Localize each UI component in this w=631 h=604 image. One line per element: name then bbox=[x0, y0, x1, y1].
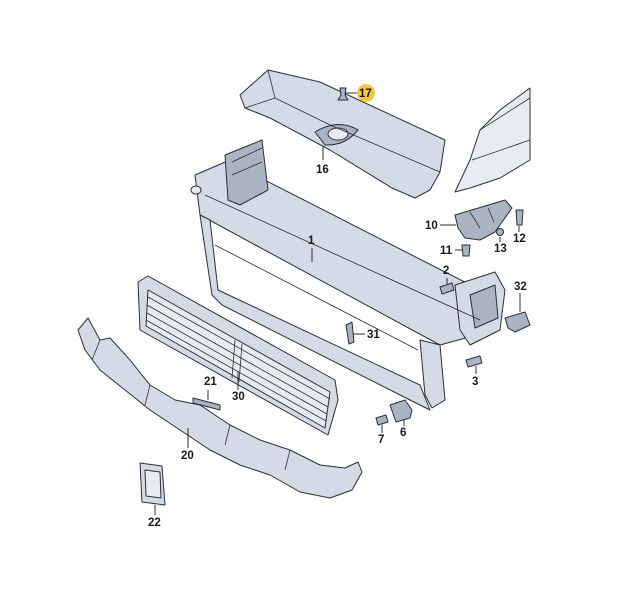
callout-22[interactable]: 22 bbox=[148, 517, 161, 529]
callout-16[interactable]: 16 bbox=[316, 164, 329, 176]
callout-30[interactable]: 30 bbox=[232, 391, 245, 403]
callout-3[interactable]: 3 bbox=[472, 376, 478, 388]
callout-7[interactable]: 7 bbox=[378, 434, 384, 446]
part-30-grille-shutter[interactable] bbox=[137, 275, 339, 436]
part-2-bolt[interactable] bbox=[439, 282, 455, 295]
callout-10[interactable]: 10 bbox=[425, 220, 438, 232]
callout-20[interactable]: 20 bbox=[181, 450, 194, 462]
part-10-bracket[interactable] bbox=[454, 199, 513, 241]
callout-12[interactable]: 12 bbox=[513, 233, 526, 245]
callout-2[interactable]: 2 bbox=[443, 265, 449, 277]
callout-labels: 17 16 1 10 11 12 13 2 32 31 3 21 30 6 7 … bbox=[148, 88, 527, 529]
part-12-bolt[interactable] bbox=[515, 209, 524, 226]
part-13-screw[interactable] bbox=[496, 228, 504, 236]
callout-17-highlight bbox=[357, 84, 375, 102]
callout-32[interactable]: 32 bbox=[514, 281, 527, 293]
callout-11[interactable]: 11 bbox=[440, 245, 453, 257]
part-11-bolt[interactable] bbox=[461, 244, 471, 257]
callout-31[interactable]: 31 bbox=[367, 329, 380, 341]
fender-panel bbox=[454, 87, 531, 193]
callout-21[interactable]: 21 bbox=[204, 376, 217, 388]
part-20-energy-absorber[interactable] bbox=[77, 317, 363, 499]
callout-13[interactable]: 13 bbox=[494, 243, 507, 255]
part-3-bolt[interactable] bbox=[465, 355, 483, 368]
part-16-upper-cover[interactable] bbox=[239, 69, 446, 199]
part-7-screw[interactable] bbox=[375, 414, 389, 426]
part-17-clip[interactable] bbox=[337, 87, 349, 101]
callout-1[interactable]: 1 bbox=[308, 235, 315, 247]
callout-6[interactable]: 6 bbox=[400, 427, 406, 439]
leader-lines bbox=[154, 92, 521, 515]
part-32-bracket[interactable] bbox=[504, 311, 531, 333]
part-6-bracket[interactable] bbox=[389, 399, 413, 423]
part-31-small-bracket[interactable] bbox=[345, 321, 355, 345]
callout-17[interactable]: 17 bbox=[359, 88, 372, 100]
part-22-cover-plate[interactable] bbox=[139, 462, 166, 506]
part-1-lock-carrier-frame[interactable] bbox=[190, 139, 506, 411]
part-21-strip[interactable] bbox=[192, 397, 221, 411]
